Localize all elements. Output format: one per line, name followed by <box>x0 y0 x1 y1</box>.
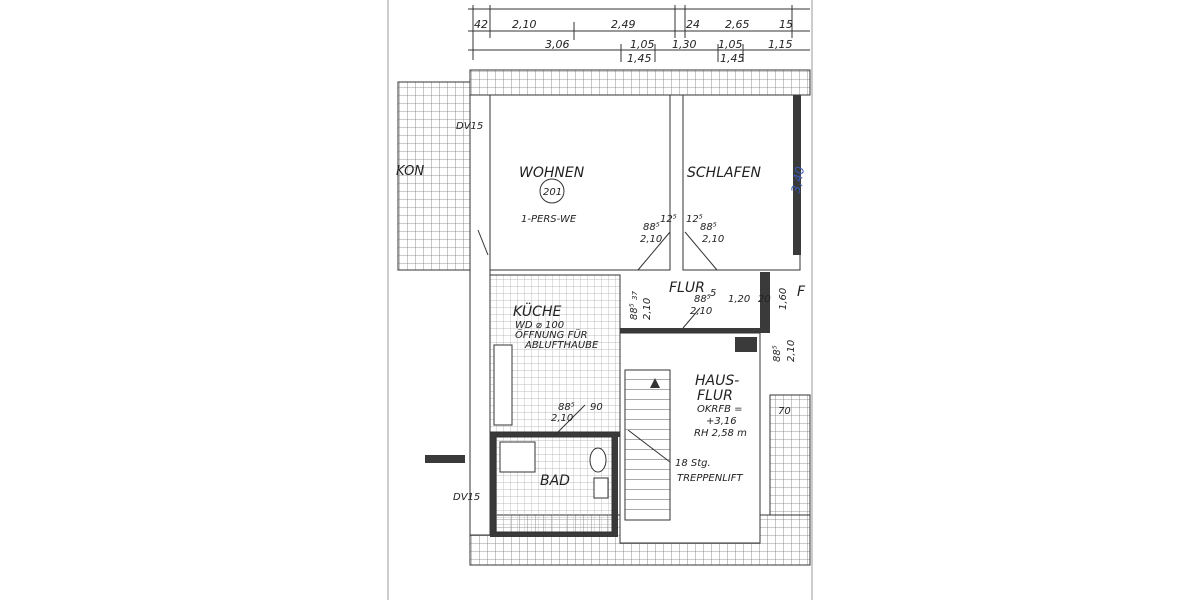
room-right: F <box>797 284 806 300</box>
door-width: 88⁵ <box>643 222 660 233</box>
svg-text:15: 15 <box>779 18 793 31</box>
unit-number-circle <box>539 178 565 204</box>
stove-icon <box>493 344 513 426</box>
unit-number: 201 <box>543 187 562 198</box>
stair-arrow-icon <box>650 378 660 388</box>
dim: 1,60 <box>778 288 789 310</box>
dv-label: DV15 <box>456 121 483 132</box>
dim: 20 <box>758 294 771 305</box>
okrfb: OKRFB = <box>697 404 743 415</box>
door-width: 88⁵ <box>772 345 783 362</box>
room-wohnen: WOHNEN <box>519 165 585 181</box>
reveal: 12⁵ <box>686 214 703 225</box>
door-width: 88⁵ <box>629 303 640 320</box>
door-width: 88⁵ <box>694 294 711 305</box>
balcony-label: KON <box>396 164 424 179</box>
svg-text:42: 42 <box>474 18 488 31</box>
top-dimensions: 42 2,10 2,49 24 2,65 15 3,06 1,05 1,30 1… <box>474 18 793 65</box>
bathtub-icon <box>499 441 536 473</box>
stair-lift-rail <box>627 429 671 463</box>
door-height: 2,10 <box>702 234 724 245</box>
door-height: 2,10 <box>640 234 662 245</box>
handwritten-dimension: 3,40 <box>789 165 807 194</box>
sink-icon <box>593 477 609 499</box>
top-exterior-wall <box>469 69 811 96</box>
door-height: 2,10 <box>786 340 797 362</box>
dim: 70 <box>778 406 791 417</box>
dimension-lines <box>468 5 810 62</box>
dv-label-bottom: DV15 <box>453 492 480 503</box>
kitchen-note: ÖFFNUNG FÜR <box>515 328 588 341</box>
svg-text:2,65: 2,65 <box>725 18 750 31</box>
right-tiled-area <box>769 394 811 516</box>
room-flur: FLUR <box>669 280 705 296</box>
room-bad: BAD <box>540 473 570 489</box>
unit-type: 1-PERS-WE <box>521 214 577 225</box>
room-height: RH 2,58 m <box>694 428 747 439</box>
svg-text:1,15: 1,15 <box>768 38 793 51</box>
kitchen-note: WD ⌀ 100 <box>515 320 564 331</box>
dim: 37 <box>631 291 639 300</box>
redaction-bar <box>425 455 465 463</box>
dim: 90 <box>590 402 603 413</box>
stair-lift-label: TREPPENLIFT <box>677 473 744 484</box>
dim: 1,20 <box>728 294 750 305</box>
door-swings <box>477 229 718 438</box>
kitchen-note: ABLUFTHAUBE <box>524 340 599 351</box>
svg-text:3,06: 3,06 <box>545 38 570 51</box>
reveal: 12⁵ <box>660 214 677 225</box>
svg-text:2,49: 2,49 <box>611 18 636 31</box>
svg-text:24: 24 <box>686 18 700 31</box>
door-height: 2,10 <box>642 298 653 320</box>
door-width: 88⁵ <box>558 402 575 413</box>
svg-text:1,05: 1,05 <box>718 38 743 51</box>
door-height: 2,10 <box>551 413 573 424</box>
svg-text:1,45: 1,45 <box>720 52 745 65</box>
room-schlafen: SCHLAFEN <box>687 165 761 181</box>
room-hausflur-2: FLUR <box>697 388 733 404</box>
room-kueche: KÜCHE <box>513 302 561 320</box>
stairs-count: 18 Stg. <box>675 458 711 469</box>
svg-text:1,45: 1,45 <box>627 52 652 65</box>
balcony <box>397 81 471 271</box>
svg-text:1,05: 1,05 <box>630 38 655 51</box>
door-width: 88⁵ <box>700 222 717 233</box>
svg-text:1,30: 1,30 <box>672 38 697 51</box>
room-hausflur: HAUS- <box>695 373 739 389</box>
floor-level: +3,16 <box>706 416 737 427</box>
svg-text:2,10: 2,10 <box>512 18 537 31</box>
door-height: 2,10 <box>690 306 712 317</box>
flur-sub: 5 <box>710 288 716 299</box>
toilet-icon <box>589 447 607 473</box>
